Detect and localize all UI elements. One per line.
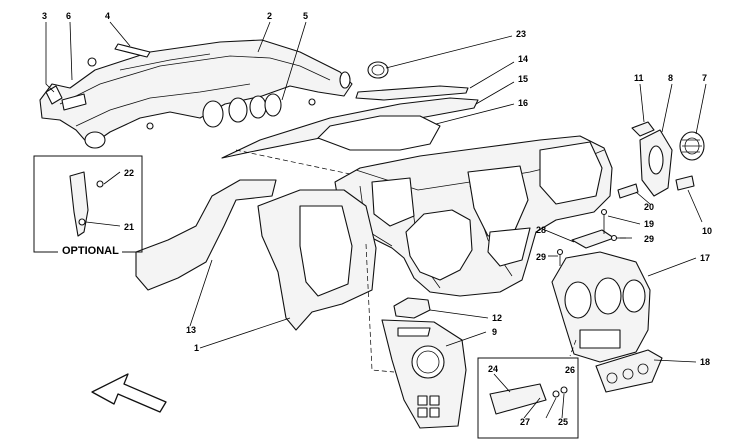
callout-9: 9 <box>492 327 497 337</box>
side-vent-housing <box>639 129 673 197</box>
defrost-grille <box>355 85 469 101</box>
side-grille <box>675 175 695 191</box>
callout-16: 16 <box>518 98 528 108</box>
callout-23: 23 <box>516 29 526 39</box>
optional-label: OPTIONAL <box>62 245 119 257</box>
vent-ring <box>367 61 389 79</box>
column-shroud <box>405 209 473 281</box>
switch-module <box>393 297 431 319</box>
callout-7: 7 <box>702 73 707 83</box>
direction-arrow <box>91 373 167 413</box>
phantom-line <box>235 149 351 175</box>
callout-21: 21 <box>124 222 134 232</box>
round-air-vent <box>679 131 705 161</box>
callout-24: 24 <box>488 364 498 374</box>
callout-4: 4 <box>105 11 110 21</box>
callout-27: 27 <box>520 417 530 427</box>
callout-15: 15 <box>518 74 528 84</box>
leader-lines <box>45 21 707 419</box>
air-duct-assembly <box>39 39 353 149</box>
trim-panel <box>595 349 663 393</box>
callout-17: 17 <box>700 253 710 263</box>
callout-2: 2 <box>267 11 272 21</box>
callout-28: 28 <box>536 225 546 235</box>
lower-switch-panel <box>381 319 467 429</box>
mounting-bracket <box>571 229 615 249</box>
side-bracket <box>135 179 277 291</box>
callout-14: 14 <box>518 54 528 64</box>
callout-29-right: 29 <box>644 234 654 244</box>
callout-8: 8 <box>668 73 673 83</box>
fasteners <box>556 183 639 266</box>
callout-12: 12 <box>492 313 502 323</box>
callout-3: 3 <box>42 11 47 21</box>
callout-5: 5 <box>303 11 308 21</box>
callout-29-left: 29 <box>536 252 546 262</box>
callout-25: 25 <box>558 417 568 427</box>
callout-10: 10 <box>702 226 712 236</box>
callout-26: 26 <box>565 365 575 375</box>
optional-inset <box>33 155 143 257</box>
callouts: 3 6 4 2 5 23 14 15 16 11 8 7 22 21 OPTIO… <box>42 11 712 427</box>
callout-1: 1 <box>194 343 199 353</box>
callout-18: 18 <box>700 357 710 367</box>
dashboard-upper-panel <box>317 115 441 151</box>
callout-6: 6 <box>66 11 71 21</box>
callout-20: 20 <box>644 202 654 212</box>
instrument-cluster-housing <box>551 251 651 363</box>
vent-cap <box>631 121 655 137</box>
callout-13: 13 <box>186 325 196 335</box>
callout-19: 19 <box>644 219 654 229</box>
phantom-line <box>569 339 577 357</box>
callout-11: 11 <box>634 73 644 83</box>
detail-inset <box>477 357 579 439</box>
callout-22: 22 <box>124 168 134 178</box>
phantom-line <box>365 243 395 373</box>
dashboard-body <box>334 135 613 297</box>
glovebox-frame <box>257 189 377 331</box>
